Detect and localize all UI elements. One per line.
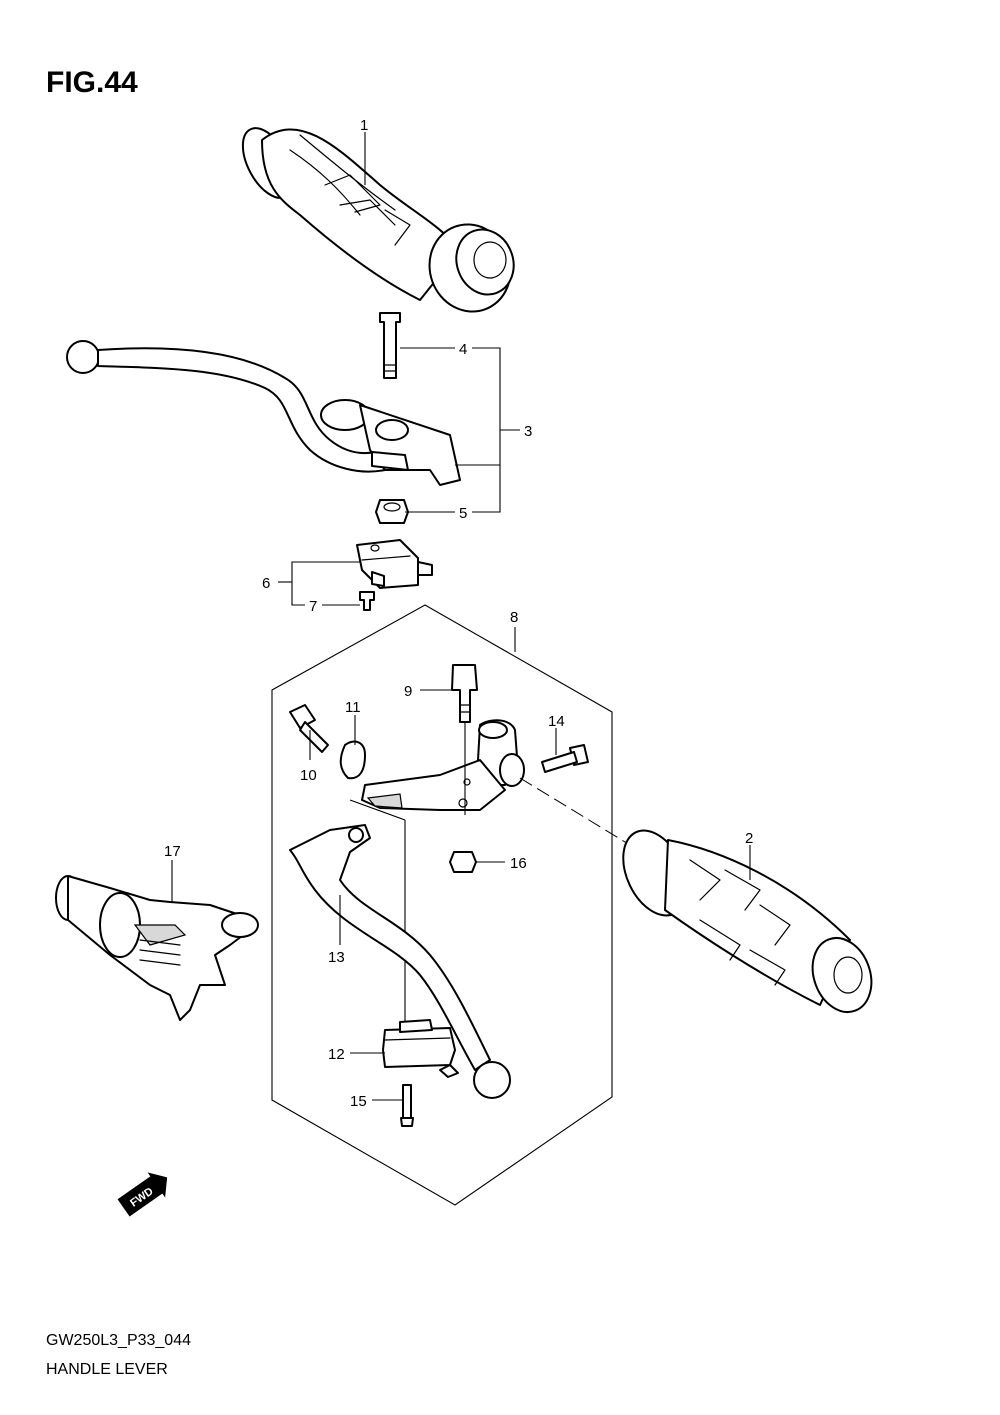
callout-16: 16: [510, 855, 527, 872]
callout-3: 3: [524, 423, 532, 440]
clutch-lever-13: [289, 824, 511, 1099]
callout-13: 13: [328, 949, 345, 966]
clutch-bracket: [361, 719, 525, 811]
callout-5: 5: [459, 505, 467, 522]
callout-11: 11: [345, 699, 361, 716]
adjuster-11: [339, 740, 366, 780]
figure-code: GW250L3_P33_044: [46, 1332, 191, 1349]
grip-top: [241, 127, 515, 313]
housing-17: [55, 875, 259, 1021]
bolt-9: [451, 664, 478, 723]
axis-line: [519, 777, 631, 846]
callout-14: 14: [548, 713, 565, 730]
screw-15: [400, 1084, 414, 1127]
brake-lever-assembly: [66, 312, 461, 524]
clutch-switch-12: [382, 1019, 459, 1078]
callout-4: 4: [459, 341, 467, 358]
callout-labels: 1 2 3 4 5 6 7 8 9 10 11 12 13 14 15 16 1…: [164, 117, 753, 1110]
callout-7: 7: [309, 598, 317, 615]
brake-switch: [356, 539, 433, 611]
axis-link-13: [349, 799, 406, 821]
assembly-8-outline: [271, 604, 613, 1206]
bolt-10: [289, 704, 329, 753]
callout-1: 1: [360, 117, 368, 134]
callout-12: 12: [328, 1046, 345, 1063]
nut-16: [449, 851, 477, 873]
fwd-arrow-icon: FWD: [117, 1172, 168, 1217]
callout-2: 2: [745, 830, 753, 847]
callout-17: 17: [164, 843, 181, 860]
figure-name: HANDLE LEVER: [46, 1361, 168, 1378]
bolt-14: [541, 744, 589, 773]
grip-left: [622, 829, 873, 1013]
callout-8: 8: [510, 609, 518, 626]
leader-lines: [171, 132, 751, 1101]
callout-9: 9: [404, 683, 412, 700]
callout-15: 15: [350, 1093, 367, 1110]
callout-6: 6: [262, 575, 270, 592]
callout-10: 10: [300, 767, 317, 784]
figure-title: FIG.44: [46, 66, 138, 99]
